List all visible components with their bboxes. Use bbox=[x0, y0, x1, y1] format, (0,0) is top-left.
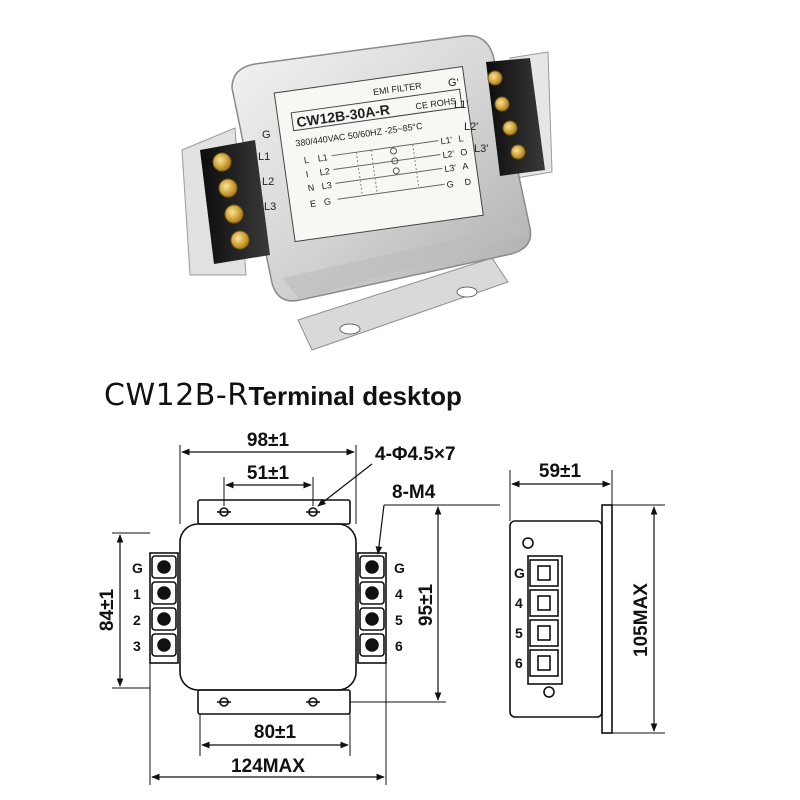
svg-text:L3': L3' bbox=[474, 143, 488, 155]
front-view bbox=[112, 445, 500, 785]
side-bottom-screw-icon bbox=[543, 686, 555, 698]
label-schematic bbox=[331, 140, 445, 200]
filter-body-outline bbox=[179, 523, 357, 691]
left-pin-label: G bbox=[132, 560, 143, 576]
dim-side-height: 105MAX bbox=[631, 583, 652, 657]
svg-text:L1: L1 bbox=[258, 151, 270, 163]
left-terminal-strip bbox=[149, 552, 179, 664]
svg-text:A: A bbox=[462, 161, 469, 172]
dim-height-left: 84±1 bbox=[97, 589, 118, 632]
right-terminal-strip bbox=[357, 552, 387, 664]
svg-text:L3': L3' bbox=[444, 162, 457, 174]
right-terminal-block bbox=[486, 58, 545, 176]
product-label: EMI FILTER CW12B-30A-R CE ROHS 380/440VA… bbox=[273, 66, 484, 243]
left-pin-label: 3 bbox=[133, 638, 141, 654]
svg-text:L2: L2 bbox=[319, 166, 330, 177]
label-right-letters: L1' L2' L3' G L O A D bbox=[440, 133, 472, 190]
svg-text:L1': L1' bbox=[440, 135, 453, 147]
svg-text:L2': L2' bbox=[464, 121, 478, 133]
title-model: CW12B-R bbox=[104, 378, 249, 413]
svg-text:L: L bbox=[458, 133, 464, 144]
svg-text:G: G bbox=[262, 129, 271, 141]
svg-text:L2': L2' bbox=[442, 149, 455, 161]
svg-text:E: E bbox=[309, 198, 316, 209]
svg-text:L3: L3 bbox=[321, 180, 332, 191]
dim-width-bottom: 80±1 bbox=[254, 722, 297, 743]
svg-text:L3: L3 bbox=[264, 201, 276, 213]
svg-text:L2: L2 bbox=[262, 176, 274, 188]
dim-hole-spacing: 51±1 bbox=[247, 463, 290, 484]
label-left-letters: L I N E L1 L2 L3 G bbox=[303, 152, 332, 209]
side-view-labels: 59±1 105MAX G 4 5 6 bbox=[514, 461, 652, 671]
left-pin-label: 1 bbox=[133, 586, 141, 602]
dim-depth: 59±1 bbox=[539, 461, 582, 482]
side-terminal-strip bbox=[527, 555, 563, 685]
svg-text:O: O bbox=[460, 147, 468, 158]
side-body-outline bbox=[509, 520, 603, 718]
diagram-title: CW12B-RTerminal desktop bbox=[104, 378, 462, 413]
dim-total-width: 124MAX bbox=[231, 756, 305, 777]
svg-text:I: I bbox=[305, 169, 309, 179]
left-pin-label: 2 bbox=[133, 612, 141, 628]
product-photo: EMI FILTER CW12B-30A-R CE ROHS 380/440VA… bbox=[181, 34, 553, 351]
side-pin-label: 5 bbox=[515, 625, 523, 641]
dim-width-top: 98±1 bbox=[247, 430, 290, 451]
side-view bbox=[509, 470, 665, 734]
left-terminal-block bbox=[200, 140, 270, 264]
dim-screws: 8-M4 bbox=[392, 482, 436, 503]
svg-text:G: G bbox=[323, 196, 331, 207]
svg-text:G: G bbox=[446, 179, 454, 190]
right-pin-label: 6 bbox=[395, 638, 403, 654]
housing-right-terminal-labels: G' L1' L2' L3' bbox=[448, 77, 488, 155]
right-pin-label: 5 bbox=[395, 612, 403, 628]
dim-mount-holes: 4-Φ4.5×7 bbox=[375, 444, 456, 465]
side-top-screw-icon bbox=[522, 537, 534, 549]
side-pin-label: G bbox=[514, 565, 525, 581]
svg-text:N: N bbox=[307, 182, 315, 193]
leader-mount-holes bbox=[317, 463, 373, 507]
side-flange bbox=[601, 504, 613, 734]
side-pin-label: 6 bbox=[515, 655, 523, 671]
leader-screws bbox=[375, 504, 385, 555]
title-description: Terminal desktop bbox=[248, 381, 462, 411]
side-pin-label: 4 bbox=[515, 595, 523, 611]
right-pin-label: 4 bbox=[395, 586, 403, 602]
dim-height-right: 95±1 bbox=[416, 584, 437, 627]
svg-text:G': G' bbox=[448, 77, 459, 89]
right-pin-label: G bbox=[394, 560, 405, 576]
housing-left-terminal-labels: G L1 L2 L3 bbox=[258, 129, 276, 213]
front-view-labels: 98±1 51±1 4-Φ4.5×7 8-M4 84±1 95±1 80±1 1… bbox=[97, 430, 456, 777]
svg-text:D: D bbox=[464, 177, 472, 188]
bottom-mount-foot bbox=[297, 257, 509, 351]
svg-text:L: L bbox=[303, 155, 309, 166]
svg-text:L1: L1 bbox=[317, 152, 328, 163]
svg-text:L1': L1' bbox=[454, 99, 468, 111]
